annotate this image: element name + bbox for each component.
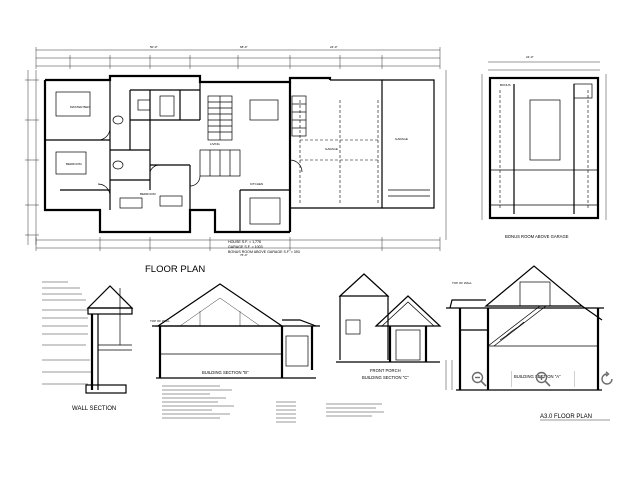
zoom-in-icon: [535, 371, 551, 387]
wall-section: [42, 281, 134, 394]
zoom-in-button[interactable]: [532, 368, 554, 390]
floor-plan-note: HOUSE S.F. = 1,776: [228, 240, 261, 244]
toolbar-divider: [574, 371, 576, 387]
building-section-b-title: BUILDING SECTION "B": [202, 370, 249, 375]
rotate-icon: [601, 371, 613, 385]
svg-text:76'-0": 76'-0": [240, 253, 248, 257]
bonus-room-title: BONUS ROOM ABOVE GARAGE: [505, 234, 569, 239]
floor-plan-note: BONUS ROOM ABOVE GARAGE S.F. = 393: [228, 250, 300, 254]
svg-text:LIVING: LIVING: [210, 142, 221, 146]
front-porch-title: FRONT PORCH: [370, 368, 401, 373]
front-porch-section: [336, 273, 442, 363]
floor-plan-note: GARAGE S.F. = 1003: [228, 245, 263, 249]
wall-section-title: WALL SECTION: [72, 406, 116, 412]
svg-text:BEDROOM: BEDROOM: [140, 192, 156, 196]
svg-text:GARAGE: GARAGE: [395, 137, 408, 141]
svg-text:BONUS: BONUS: [500, 83, 511, 87]
svg-text:24'-0": 24'-0": [526, 55, 534, 59]
floor-plan: MASTER BED BEDROOM LIVING BEDROOM KITCHE…: [25, 45, 447, 257]
floor-plan-notes: HOUSE S.F. = 1,776 GARAGE S.F. = 1003 BO…: [228, 240, 300, 254]
building-section-b: TOP OF WALL: [150, 283, 320, 379]
svg-text:KITCHEN: KITCHEN: [250, 182, 263, 186]
section-a-side-notes: [445, 360, 453, 390]
floor-plan-title: FLOOR PLAN: [145, 264, 205, 275]
building-section-c-title: BUILDING SECTION "C": [362, 375, 409, 380]
svg-text:50'-0": 50'-0": [150, 45, 158, 49]
bonus-room-plan: BONUS 24'-0": [481, 55, 607, 220]
svg-text:24'-0": 24'-0": [330, 45, 338, 49]
sheet-title: A3.0 FLOOR PLAN: [540, 414, 592, 420]
zoom-out-icon: [471, 371, 487, 387]
svg-text:TOP OF WALL: TOP OF WALL: [452, 281, 472, 285]
toolbar-divider: [510, 371, 512, 387]
building-section-a-title: BUILDING SECTION "A": [514, 374, 561, 379]
svg-text:MASTER BED: MASTER BED: [70, 105, 90, 109]
zoom-out-button[interactable]: [468, 368, 490, 390]
svg-text:BEDROOM: BEDROOM: [66, 162, 82, 166]
building-section-a: TOP OF WALL: [446, 265, 604, 391]
rotate-button[interactable]: [596, 368, 618, 390]
svg-text:68'-0": 68'-0": [240, 45, 248, 49]
general-notes: [162, 385, 384, 423]
zoom-toolbar: [458, 366, 628, 392]
svg-text:GARAGE: GARAGE: [325, 147, 338, 151]
svg-text:TOP OF WALL: TOP OF WALL: [150, 319, 170, 323]
